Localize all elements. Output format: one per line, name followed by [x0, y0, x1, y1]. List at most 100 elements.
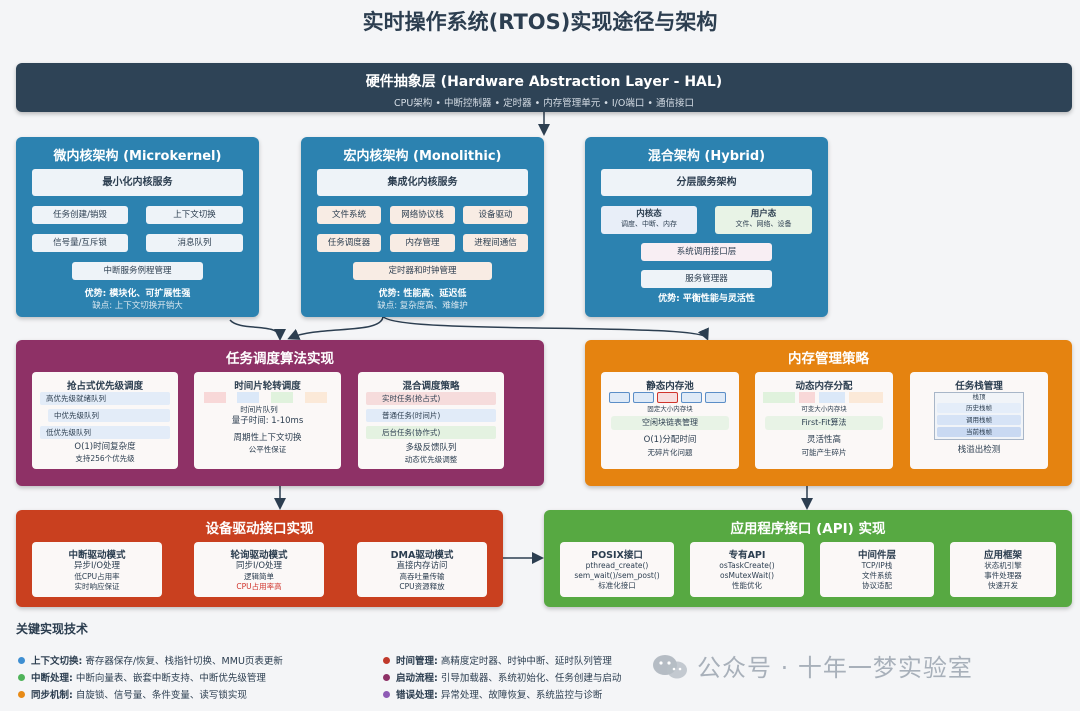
sched-mixed-card: 混合调度策略 实时任务(抢占式) 普通任务(时间片) 后台任务(协作式) 多级反…: [358, 372, 504, 469]
mem-static-l2: 无碎片化问题: [647, 448, 693, 457]
sched-mixed-l2: 动态优先级调整: [404, 455, 458, 464]
micro-item-context: 上下文切换: [146, 206, 243, 224]
sched-rr-card: 时间片轮转调度 时间片队列 量子时间: 1-10ms 周期性上下文切换 公平性保…: [194, 372, 341, 469]
mem-static-card: 静态内存池 固定大小内存块 空闲块链表管理 O(1)分配时间 无碎片化问题: [601, 372, 739, 469]
key-item-boot: 启动流程: 引导加载器、系统初始化、任务创建与启动: [383, 670, 621, 684]
mono-item-ipc: 进程间通信: [463, 234, 528, 252]
wechat-icon: [653, 655, 687, 679]
sched-rr-slot: [204, 392, 226, 403]
sched-preemptive-l2: 支持256个优先级: [75, 454, 135, 463]
sched-rr-l1: 量子时间: 1-10ms: [231, 416, 304, 426]
memory-title: 内存管理策略: [788, 351, 869, 367]
mem-block: [633, 392, 654, 403]
sched-rr-l0: 时间片队列: [240, 405, 278, 414]
driver-card-polling: 轮询驱动模式 同步I/O处理 逻辑简单 CPU占用率高: [194, 542, 324, 597]
api-card-line: sem_wait()/sem_post(): [574, 570, 660, 580]
mem-static-box: 空闲块链表管理: [611, 416, 729, 430]
sched-rr-title: 时间片轮转调度: [234, 381, 301, 392]
mem-dyn-block-used: [799, 392, 815, 403]
mem-stack-l1: 栈溢出检测: [957, 445, 1001, 455]
api-card-line: 协议适配: [862, 580, 892, 590]
memory-panel: 内存管理策略 静态内存池 固定大小内存块 空闲块链表管理 O(1)分配时间 无碎…: [585, 340, 1072, 486]
mem-dynamic-title: 动态内存分配: [795, 381, 853, 392]
sched-rr-l2: 周期性上下文切换: [233, 433, 302, 443]
driver-title: 设备驱动接口实现: [205, 521, 314, 537]
driver-card-line: 直接内存访问: [396, 561, 448, 571]
microkernel-title: 微内核架构 (Microkernel): [53, 149, 222, 164]
bullet-dot: [383, 657, 390, 664]
micro-item-queue: 消息队列: [146, 234, 243, 252]
micro-advantage: 优势: 模块化、可扩展性强: [84, 289, 191, 299]
mono-timer: 定时器和时钟管理: [353, 262, 492, 280]
api-card-title: 中间件层: [857, 550, 896, 561]
key-item-interrupt: 中断处理: 中断向量表、嵌套中断支持、中断优先级管理: [18, 670, 266, 684]
mem-static-cap: 固定大小内存块: [647, 405, 693, 413]
mem-static-l1: O(1)分配时间: [643, 435, 697, 445]
sched-rr-slot: [237, 392, 259, 403]
api-card-framework: 应用框架 状态机引擎 事件处理器 快速开发: [950, 542, 1056, 597]
micro-core: 最小化内核服务: [32, 169, 243, 196]
hybrid-kernel-mode: 内核态 调度、中断、内存: [601, 206, 697, 234]
mono-item-mem: 内存管理: [390, 234, 455, 252]
hal-layer: 硬件抽象层 (Hardware Abstraction Layer - HAL)…: [16, 63, 1072, 112]
micro-isr: 中断服务例程管理: [72, 262, 203, 280]
driver-card-line: CPU资源释放: [399, 581, 445, 591]
micro-drawback: 缺点: 上下文切换开销大: [92, 301, 183, 311]
api-card-line: osMutexWait(): [720, 570, 774, 580]
hal-title: 硬件抽象层 (Hardware Abstraction Layer - HAL): [365, 74, 723, 90]
mem-stack-title: 任务栈管理: [955, 381, 1003, 392]
api-title: 应用程序接口 (API) 实现: [730, 521, 886, 537]
api-card-line: pthread_create(): [585, 561, 649, 570]
mem-stack-history: 历史栈帧: [937, 403, 1021, 413]
mono-item-sched: 任务调度器: [317, 234, 381, 252]
scheduling-panel: 任务调度算法实现 抢占式优先级调度 高优先级就绪队列 中优先级队列 低优先级队列…: [16, 340, 544, 486]
sched-queue-low: 低优先级队列: [40, 426, 170, 439]
sched-mixed-l1: 多级反馈队列: [405, 443, 457, 453]
driver-card-line: CPU占用率高: [236, 581, 282, 591]
mono-drawback: 缺点: 复杂度高、难维护: [377, 301, 468, 311]
api-card-line: 文件系统: [862, 570, 892, 580]
driver-card-line: 高吞吐量传输: [399, 572, 445, 582]
driver-card-title: DMA驱动模式: [390, 550, 454, 561]
hybrid-user-sub: 文件、网络、设备: [735, 219, 792, 228]
mem-stack-top: 栈顶: [972, 393, 986, 401]
api-panel: 应用程序接口 (API) 实现 POSIX接口 pthread_create()…: [544, 510, 1072, 607]
driver-panel: 设备驱动接口实现 中断驱动模式 异步I/O处理 低CPU占用率 实时响应保证 轮…: [16, 510, 503, 607]
driver-card-line: 异步I/O处理: [73, 561, 121, 571]
bullet-dot: [18, 691, 25, 698]
driver-card-line: 逻辑简单: [244, 572, 274, 582]
mem-stack-current: 当前栈帧: [937, 427, 1021, 437]
bullet-dot: [383, 674, 390, 681]
driver-card-dma: DMA驱动模式 直接内存访问 高吞吐量传输 CPU资源释放: [357, 542, 487, 597]
hybrid-user-title: 用户态: [750, 209, 777, 219]
driver-card-title: 中断驱动模式: [68, 550, 126, 561]
bullet-dot: [18, 657, 25, 664]
driver-card-line: 低CPU占用率: [74, 572, 120, 582]
micro-item-create: 任务创建/销毁: [32, 206, 128, 224]
sched-rr-slot: [271, 392, 293, 403]
monolithic-panel: 宏内核架构 (Monolithic) 集成化内核服务 文件系统 网络协议栈 设备…: [301, 137, 544, 317]
sched-preemptive-title: 抢占式优先级调度: [66, 381, 143, 392]
api-card-proprietary: 专有API osTaskCreate() osMutexWait() 性能优化: [690, 542, 804, 597]
driver-card-line: 同步I/O处理: [235, 561, 283, 571]
api-card-line: TCP/IP栈: [861, 561, 893, 570]
sched-mixed-background: 后台任务(协作式): [366, 426, 496, 439]
key-item-sync: 同步机制: 自旋锁、信号量、条件变量、读写锁实现: [18, 687, 247, 701]
mono-item-driver: 设备驱动: [463, 206, 528, 224]
hybrid-panel: 混合架构 (Hybrid) 分层服务架构 内核态 调度、中断、内存 用户态 文件…: [585, 137, 828, 317]
sched-queue-mid: 中优先级队列: [48, 409, 170, 422]
driver-card-line: 实时响应保证: [74, 581, 120, 591]
micro-item-semaphore: 信号量/互斥锁: [32, 234, 128, 252]
hybrid-user-mode: 用户态 文件、网络、设备: [715, 206, 812, 234]
mem-dyn-block: [819, 392, 845, 403]
api-card-title: 专有API: [728, 550, 766, 561]
mem-static-title: 静态内存池: [646, 381, 694, 392]
key-item-time: 时间管理: 高精度定时器、时钟中断、延时队列管理: [383, 653, 612, 667]
sched-queue-high: 高优先级就绪队列: [40, 392, 170, 405]
hybrid-core: 分层服务架构: [601, 169, 812, 196]
bullet-dot: [383, 691, 390, 698]
watermark-text: 公众号 · 十年一梦实验室: [697, 654, 973, 682]
arrow-micro-to-sched: [229, 319, 286, 341]
microkernel-panel: 微内核架构 (Microkernel) 最小化内核服务 任务创建/销毁 上下文切…: [16, 137, 259, 317]
